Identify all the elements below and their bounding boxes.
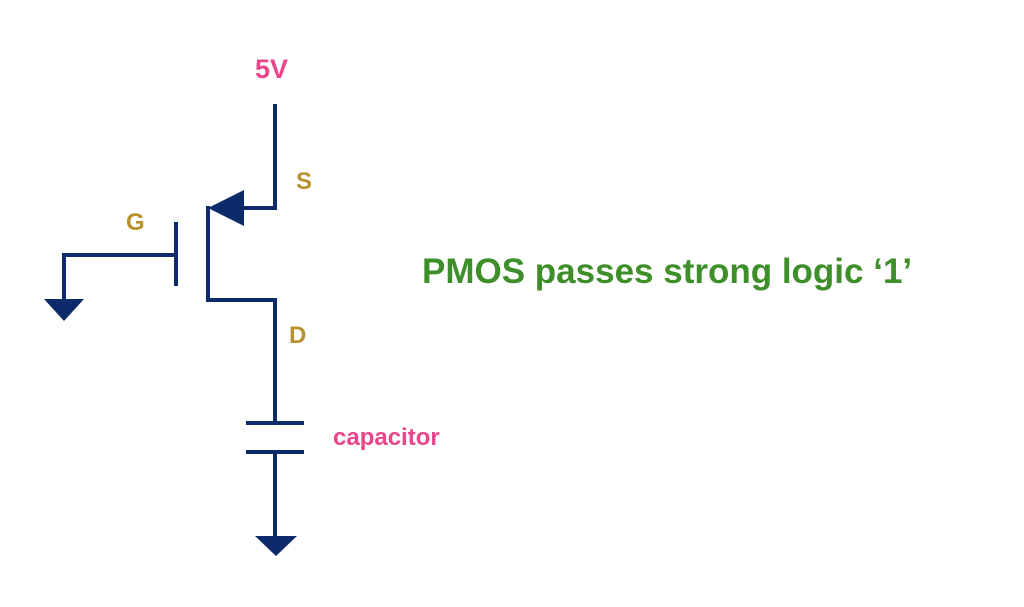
gate-ground-icon	[44, 299, 84, 321]
source-terminal-label: S	[296, 168, 313, 195]
supply-voltage-label: 5V	[255, 54, 289, 84]
capacitor-label: capacitor	[333, 424, 440, 451]
capacitor-ground-icon	[255, 536, 297, 556]
drain-terminal-label: D	[289, 322, 307, 349]
gate-terminal-label: G	[126, 209, 145, 236]
diagram-caption: PMOS passes strong logic ‘1’	[422, 252, 913, 291]
source-arrow-icon	[208, 190, 244, 226]
